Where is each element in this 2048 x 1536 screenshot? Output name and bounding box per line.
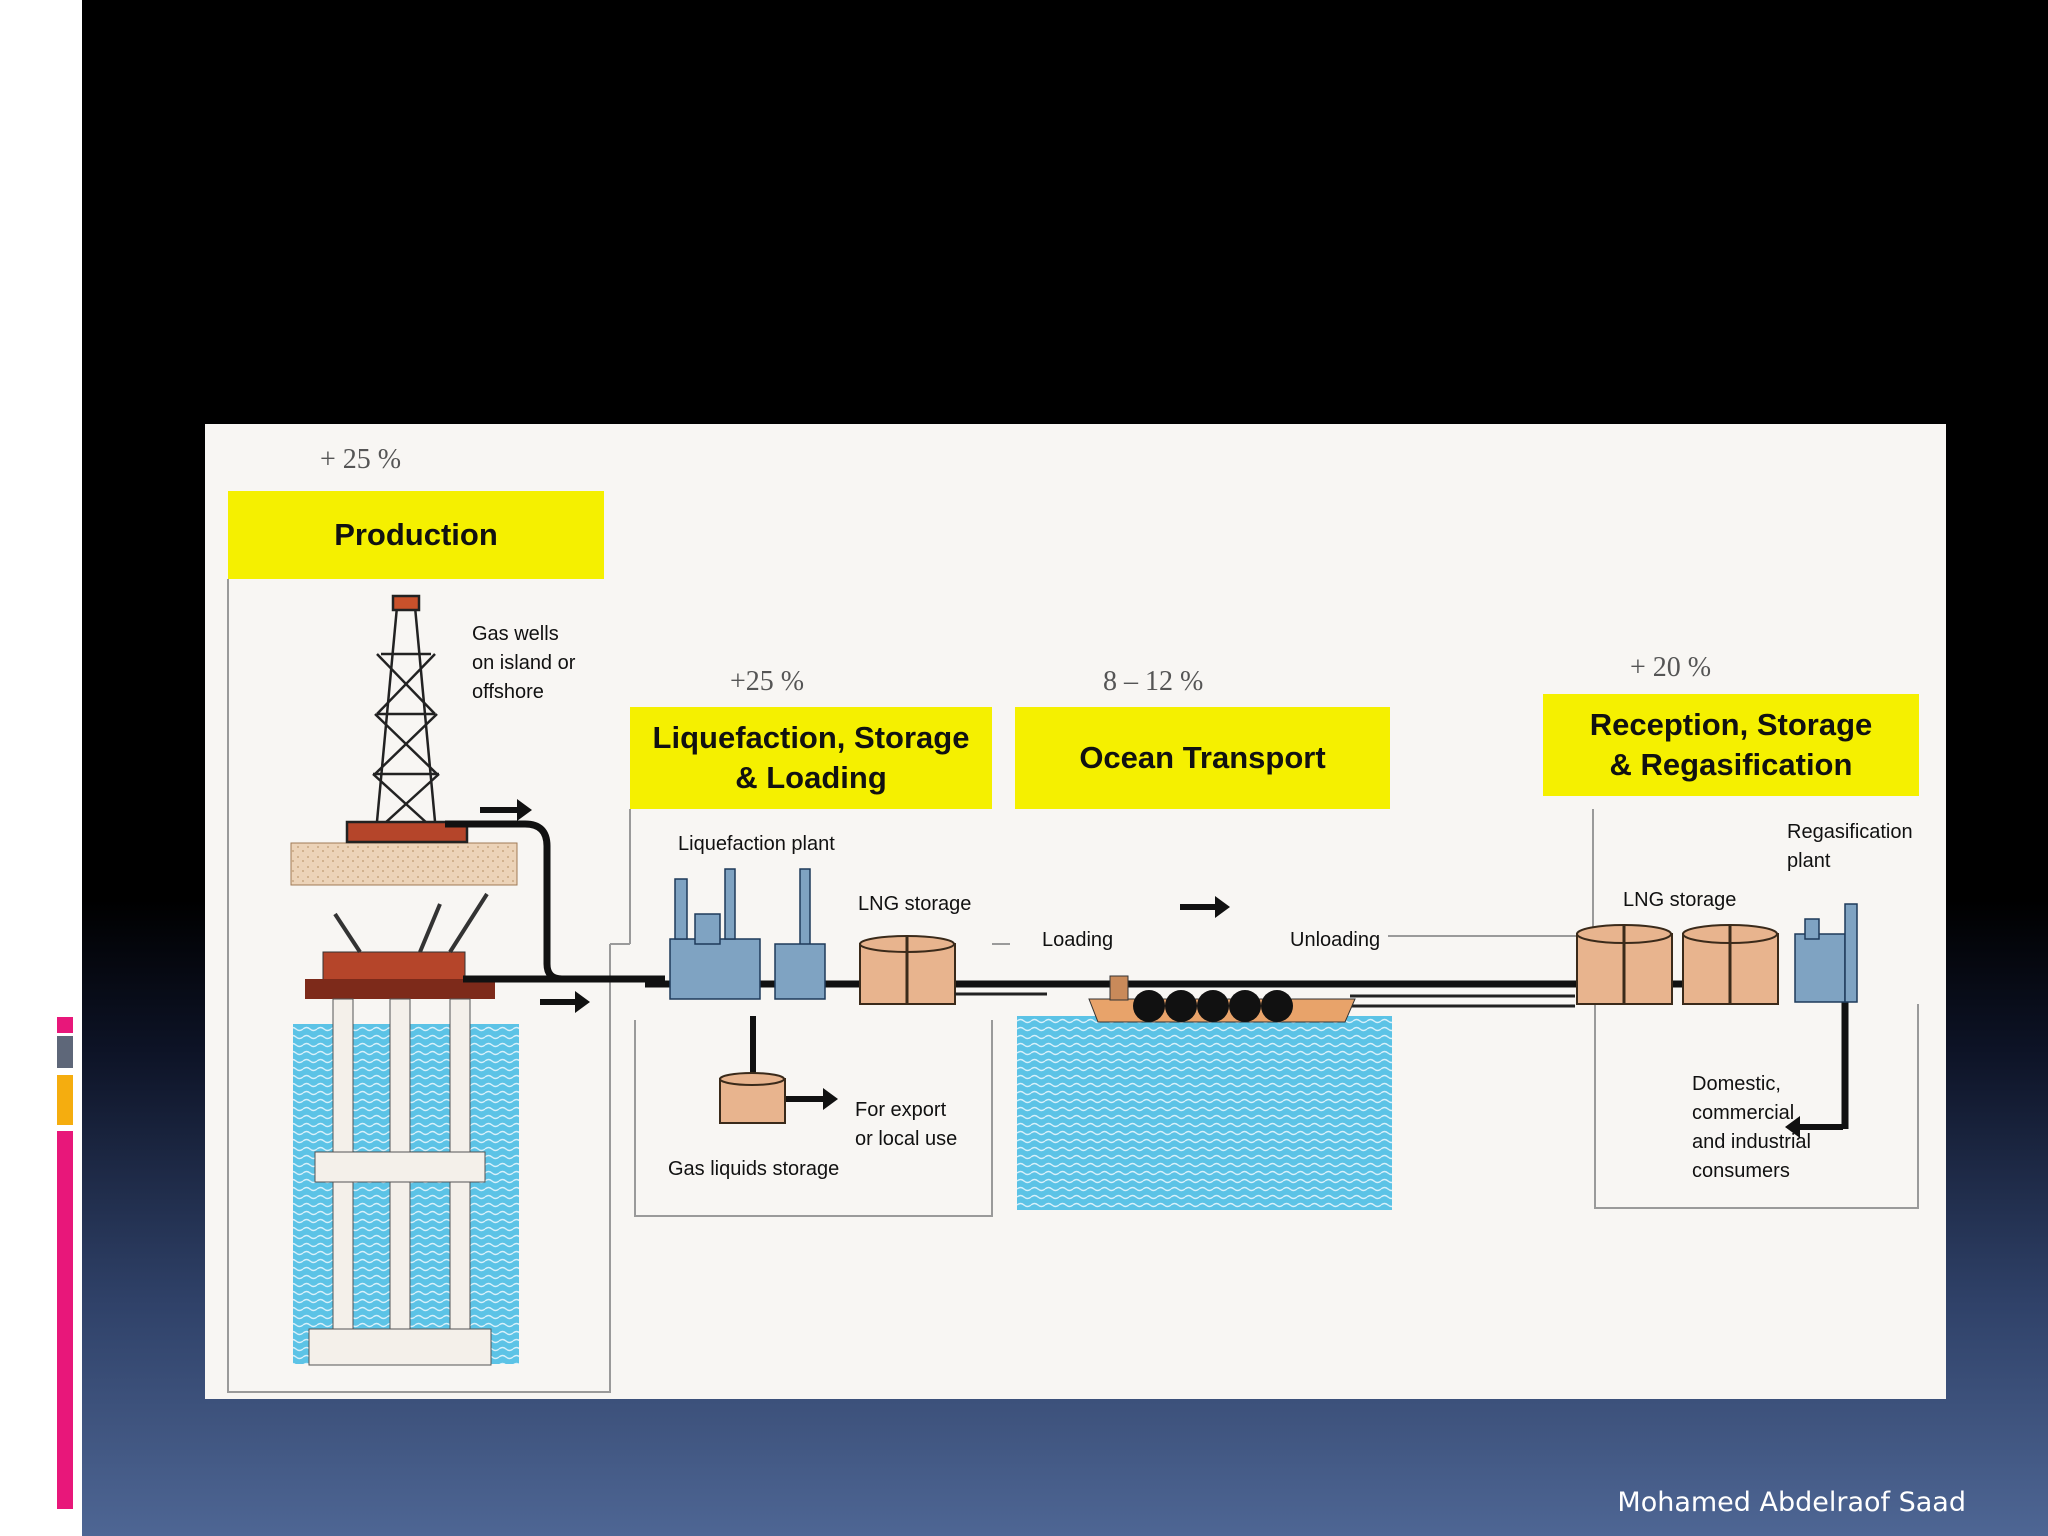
ocean-water: [1017, 1016, 1392, 1210]
drilling-derrick: [345, 594, 469, 844]
label-for-export: For export or local use: [855, 1099, 958, 1150]
label-lng-storage-export: LNG storage: [858, 893, 972, 915]
gas-pipelines: [445, 820, 1745, 988]
accent-pink-small: [57, 1017, 73, 1033]
stage-title-reception: Reception, Storage & Regasification: [1543, 694, 1919, 796]
accent-pink-long: [57, 1131, 73, 1509]
lng-ship: [1088, 975, 1356, 1023]
offshore-platform: [305, 892, 495, 1366]
author-footer: Mohamed Abdelraof Saad: [1617, 1487, 1966, 1518]
stage-title-ocean-transport: Ocean Transport: [1015, 707, 1390, 809]
cost-ocean-transport: 8 – 12 %: [1103, 666, 1204, 697]
bars-icon: [48, 152, 79, 234]
cost-liquefaction: +25 %: [730, 666, 805, 697]
cost-production: + 25 %: [320, 444, 402, 475]
accent-amber: [57, 1075, 73, 1125]
label-consumers: Domestic, commercial and industrial cons…: [1692, 1073, 1811, 1182]
label-regasification-plant: Regasification plant: [1787, 821, 1913, 872]
cost-reception: + 20 %: [1630, 652, 1712, 683]
label-liquefaction-plant: Liquefaction plant: [678, 833, 835, 855]
liquefaction-plant: [669, 868, 826, 1000]
label-lng-storage-import: LNG storage: [1623, 889, 1737, 911]
stage-title-production: Production: [228, 491, 604, 579]
regasification-plant: [1794, 903, 1858, 1003]
label-loading: Loading: [1042, 929, 1114, 951]
label-gas-wells: Gas wells on island or offshore: [472, 623, 576, 703]
jetties: [955, 992, 1575, 1008]
panel-frames: [227, 579, 1919, 1393]
diagram-illustration: [227, 579, 1919, 1393]
direction-arrows: [480, 799, 1843, 1138]
stage-title-liquefaction: Liquefaction, Storage & Loading: [630, 707, 992, 809]
accent-slate: [57, 1036, 73, 1068]
label-unloading: Unloading: [1290, 929, 1381, 951]
label-gas-liquids-storage: Gas liquids storage: [668, 1158, 840, 1180]
island: [290, 842, 518, 886]
lng-chain-diagram: Production Liquefaction, Storage & Loadi…: [205, 424, 1946, 1399]
